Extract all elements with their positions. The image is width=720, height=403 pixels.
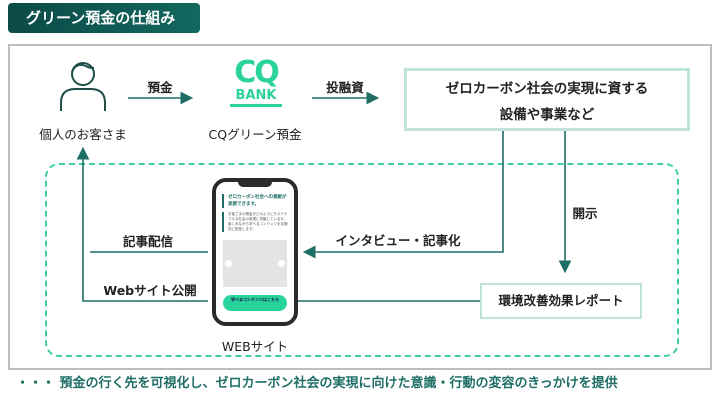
disclose-label: 開示 [572, 206, 598, 221]
logo-bank: BANK [230, 88, 282, 107]
bank-label: CQグリーン預金 [208, 127, 302, 142]
interview-label: インタビュー・記事化 [335, 233, 461, 248]
invest-label: 投融資 [326, 80, 364, 95]
customer-label: 個人のお客さま [39, 127, 127, 142]
media-region [45, 163, 679, 357]
article-label: 記事配信 [122, 234, 174, 249]
phone-body: お客さまの預金がどのようにサステナブルな社会の実現に貢献しているか、楽しみながら… [222, 212, 290, 232]
carousel-next-icon[interactable] [278, 260, 285, 267]
phone-button-label: 学べるコンテンツはこちら [231, 297, 279, 302]
diagram-frame [8, 44, 712, 370]
arrow-interview [302, 131, 504, 259]
phone-title: ゼロカーボン社会への貢献が実感できます。 [222, 194, 290, 208]
page-title: グリーン預金の仕組み [8, 3, 200, 33]
carousel-prev-icon[interactable] [225, 260, 232, 267]
cq-bank-logo: CQ BANK [230, 58, 282, 107]
phone-notch [238, 181, 272, 187]
phone-content-button[interactable]: 学べるコンテンツはこちら [223, 295, 287, 311]
website-label: WEBサイト [221, 339, 289, 354]
report-box: 環境改善効果レポート [480, 283, 642, 319]
target-line2: 設備や事業など [499, 107, 595, 123]
arrow-web-publish [76, 146, 208, 302]
target-box: ゼロカーボン社会の実現に資する 設備や事業など [404, 68, 690, 131]
summary-text: ・・・ 預金の行く先を可視化し、ゼロカーボン社会の実現に向けた意識・行動の変容の… [16, 376, 618, 391]
logo-cq: CQ [234, 55, 280, 90]
target-line1: ゼロカーボン社会の実現に資する [445, 81, 649, 97]
deposit-label: 預金 [147, 80, 173, 95]
phone-carousel[interactable] [223, 240, 287, 287]
web-publish-label: Webサイト公開 [103, 283, 197, 298]
person-icon [60, 62, 106, 111]
phone-mockup: ゼロカーボン社会への貢献が実感できます。 お客さまの預金がどのようにサステナブル… [212, 178, 298, 326]
